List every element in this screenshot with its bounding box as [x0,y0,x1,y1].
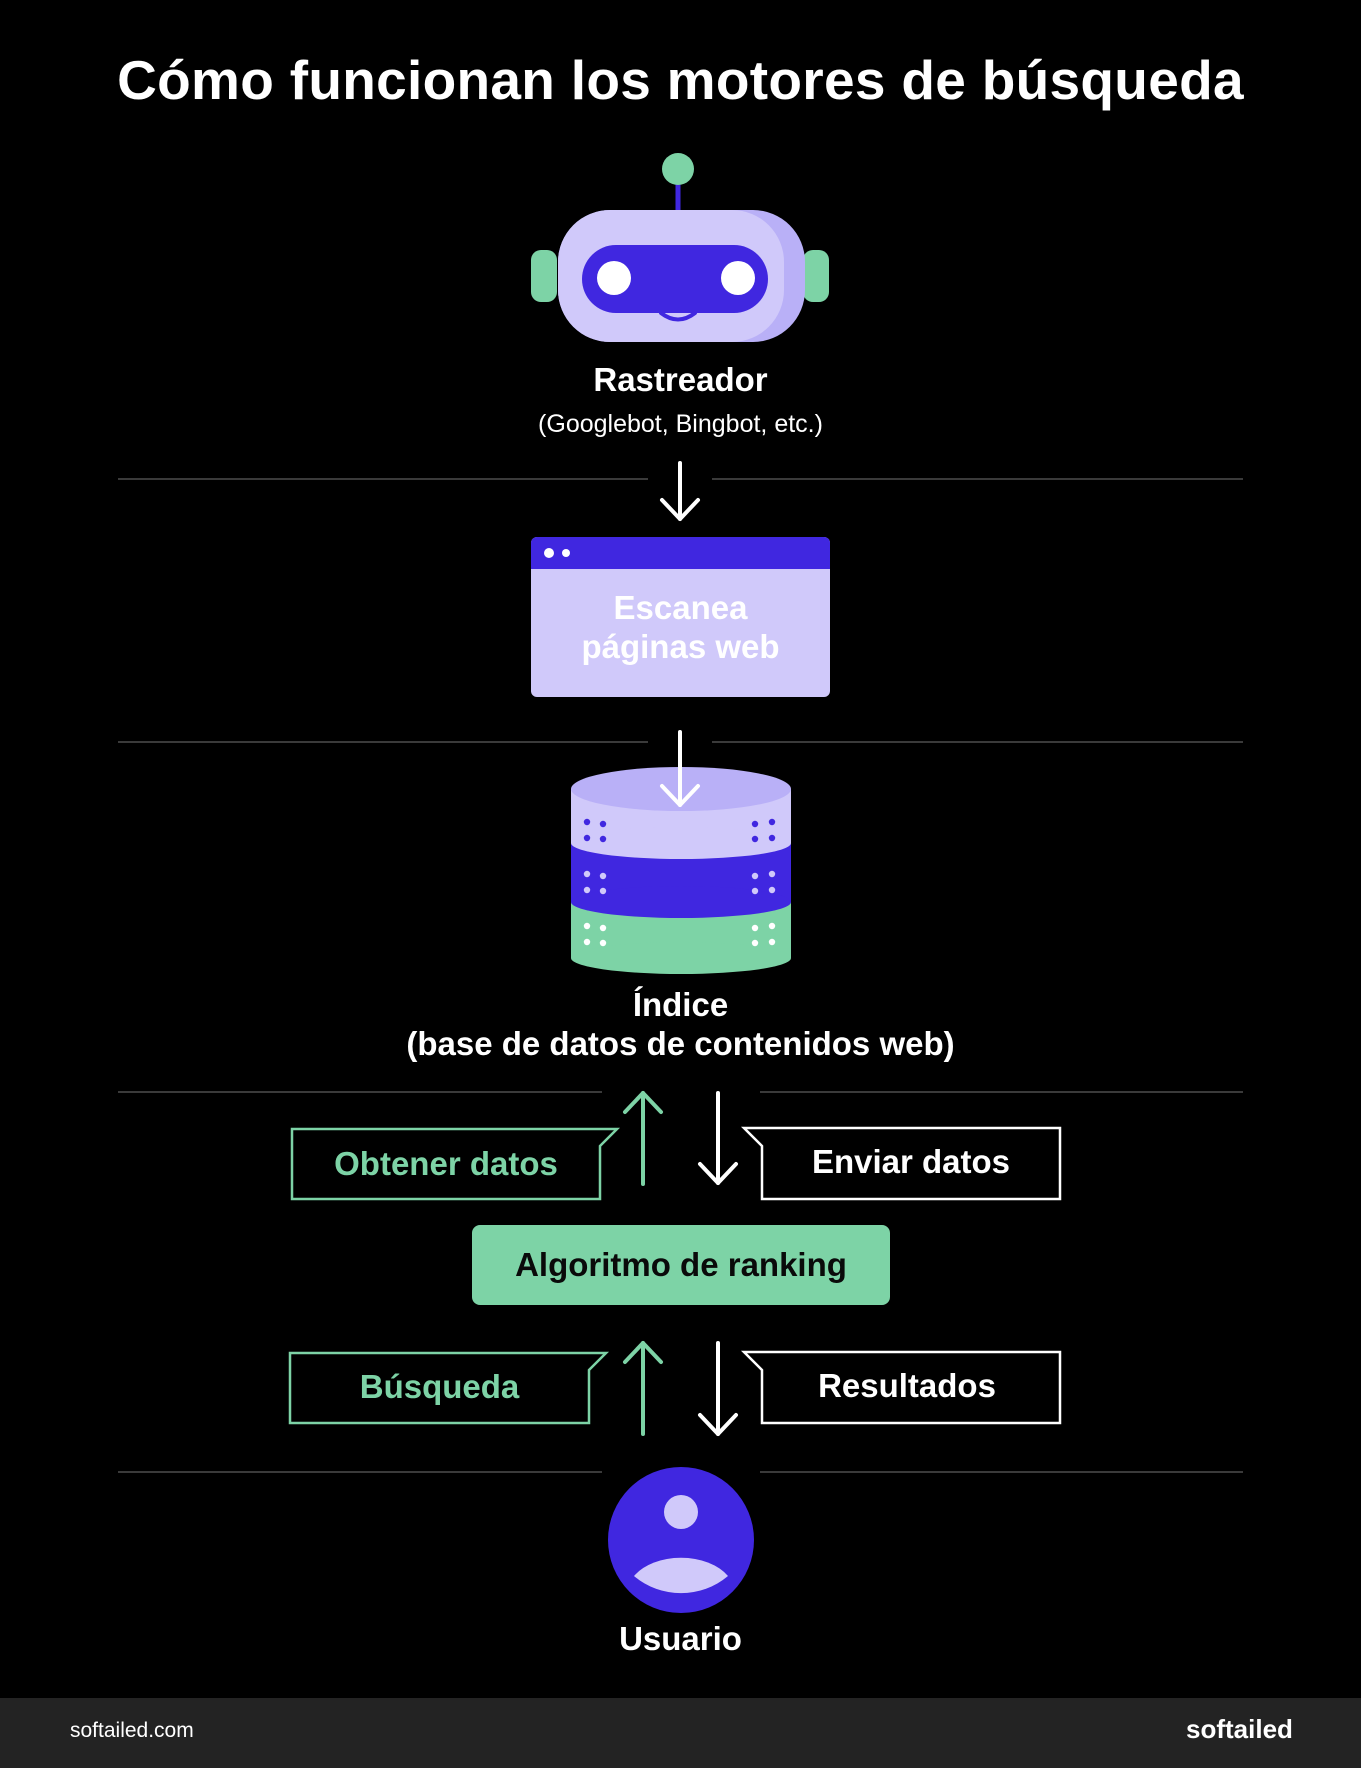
footer-brand: softailed [1186,1714,1293,1744]
search-label: Búsqueda [359,1368,520,1405]
index-label-line2: (base de datos de contenidos web) [406,1025,955,1062]
send-data-label: Enviar datos [811,1143,1011,1180]
arrow-up-search [623,1341,663,1436]
index-label: Índice (base de datos de contenidos web) [0,985,1361,1063]
user-label: Usuario [619,1620,742,1657]
crawler-label: Rastreador [593,361,768,398]
arrow-down-send-data [698,1091,738,1185]
page-title: Cómo funcionan los motores de búsqueda [117,49,1244,111]
ranking-label: Algoritmo de ranking [515,1246,847,1283]
get-data-label: Obtener datos [334,1145,558,1182]
arrow-down-2 [660,730,700,807]
scan-label: Escanea páginas web [531,588,830,666]
robot-icon [531,153,829,342]
user-avatar-icon [608,1467,754,1613]
search-callout [288,1351,610,1425]
index-label-line1: Índice [632,986,729,1023]
browser-window-icon [531,537,830,697]
results-callout [740,1350,1062,1425]
footer-bar [0,1698,1361,1768]
arrow-down-results [698,1341,738,1436]
crawler-sublabel: (Googlebot, Bingbot, etc.) [538,410,823,438]
arrow-up-get-data [623,1091,663,1186]
ranking-box [472,1225,890,1305]
get-data-callout [290,1127,621,1201]
arrow-down-1 [660,461,700,521]
scan-label-line1: Escanea [613,589,748,626]
footer-url: softailed.com [70,1719,194,1742]
divider-lines [118,478,1243,1473]
send-data-callout [740,1126,1062,1201]
scan-label-line2: páginas web [581,628,780,665]
results-label: Resultados [818,1367,996,1404]
